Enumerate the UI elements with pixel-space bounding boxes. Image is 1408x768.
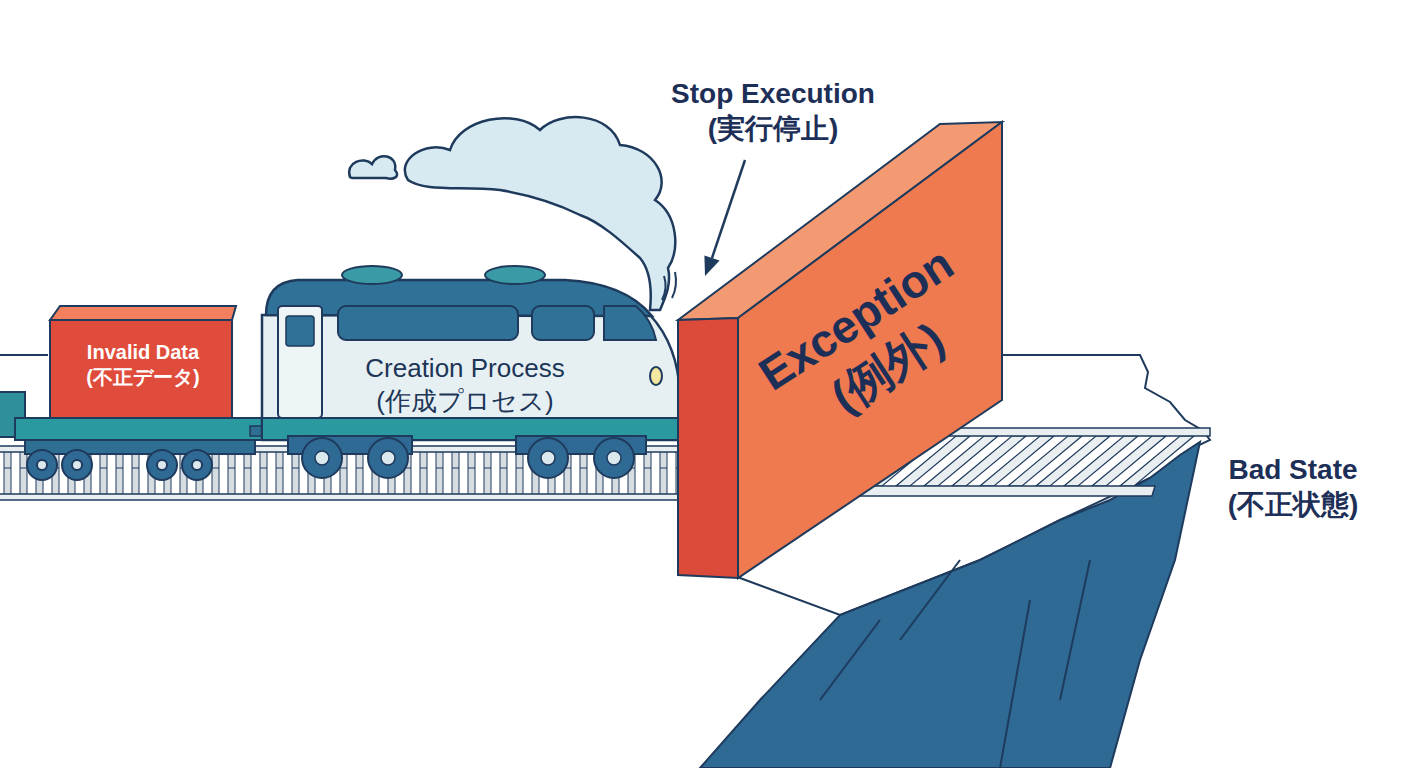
wheel-hub — [315, 451, 329, 465]
box-top — [50, 306, 236, 320]
roof-dome — [485, 266, 545, 284]
track-ties — [0, 448, 690, 500]
flatcar-frame — [25, 440, 255, 454]
node-text: Creation Process (作成プロセス) — [332, 352, 598, 417]
door-window — [286, 316, 314, 346]
callout-label: Stop Execution (実行停止) — [638, 76, 908, 146]
flatcar-wheels — [27, 450, 212, 480]
creation-process-locomotive: Creation Process (作成プロセス) — [262, 258, 682, 488]
exception-wall: Exception (例外) — [676, 118, 1006, 583]
windshield — [604, 306, 656, 340]
loco-wheel — [528, 438, 568, 478]
wheel-hub — [381, 451, 395, 465]
loco-wheel — [368, 438, 408, 478]
loco-window — [338, 306, 518, 340]
leader-line — [712, 160, 745, 258]
loco-window — [532, 306, 594, 340]
cliff-crack — [820, 560, 1090, 768]
leader-arrowhead — [704, 255, 719, 276]
headlight — [650, 367, 662, 385]
loco-wheel — [594, 438, 634, 478]
small-cloud — [349, 156, 397, 178]
loco-door — [278, 306, 322, 418]
state-label: Bad State (不正状態) — [1198, 452, 1388, 522]
wheel-hub — [607, 451, 621, 465]
wall-side — [678, 318, 738, 578]
flatcar-deck — [15, 418, 265, 440]
node-text: Invalid Data (不正データ) — [63, 340, 223, 390]
track-rail — [833, 486, 1155, 496]
loco-wheel — [302, 438, 342, 478]
ground-line — [0, 354, 48, 356]
track-rail — [0, 494, 690, 500]
wheel-hub — [541, 451, 555, 465]
invalid-data-box: Invalid Data (不正データ) — [48, 304, 238, 420]
smoke-wisp — [662, 272, 676, 300]
roof-dome — [342, 266, 402, 284]
box-front — [50, 320, 232, 418]
